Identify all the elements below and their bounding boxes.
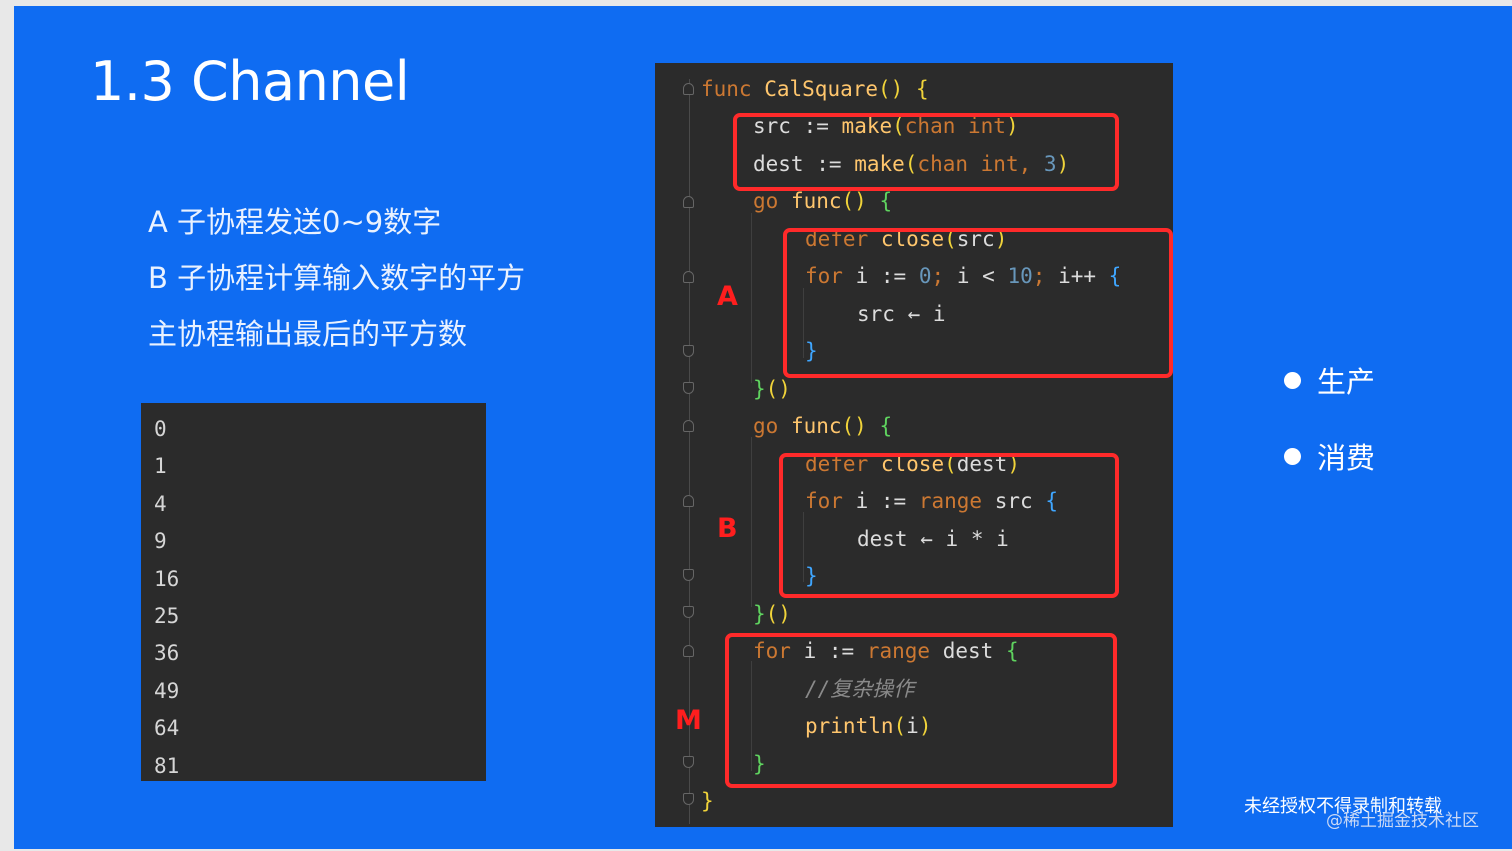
fold-marker-icon[interactable]: [683, 345, 694, 357]
gutter-line: [689, 79, 690, 824]
highlight-box-m: [725, 633, 1117, 788]
label-m: M: [675, 705, 702, 736]
code-line: }: [753, 752, 766, 776]
bullet-label: 生产: [1317, 365, 1376, 399]
indent-guide: [803, 288, 804, 358]
bullet-dot-icon: [1284, 447, 1301, 465]
output-line: 25: [154, 603, 180, 628]
footer-notice: 未经授权不得录制和转载: [1244, 796, 1442, 817]
code-line: }(): [753, 377, 791, 401]
description-line-a: A 子协程发送0~9数字: [148, 205, 442, 239]
bullet-item: 生产: [1284, 342, 1375, 418]
fold-marker-icon[interactable]: [683, 196, 694, 208]
code-line: dest := make(chan int, 3): [753, 152, 1070, 176]
code-line: }: [805, 339, 818, 363]
highlight-box-b: [779, 453, 1119, 598]
code-line: println(i): [805, 714, 932, 738]
code-line: }: [701, 789, 714, 813]
fold-marker-icon[interactable]: [683, 606, 694, 618]
fold-marker-icon[interactable]: [683, 495, 694, 507]
slide: 1.3 Channel A 子协程发送0~9数字 B 子协程计算输入数字的平方 …: [14, 6, 1512, 849]
bullet-list: 生产 消费: [1284, 342, 1375, 494]
code-line: go func() {: [753, 414, 893, 438]
code-line: for i := range src {: [805, 489, 1058, 513]
output-line: 1: [154, 454, 167, 479]
label-a: A: [717, 281, 738, 312]
code-editor: func CalSquare() { src := make(chan int)…: [655, 63, 1173, 827]
code-line: src ← i: [857, 302, 946, 326]
output-line: 0: [154, 417, 167, 441]
code-line: src := make(chan int): [753, 114, 1019, 138]
bullet-label: 消费: [1317, 441, 1376, 475]
fold-marker-icon[interactable]: [683, 83, 694, 95]
code-line: go func() {: [753, 189, 893, 213]
indent-guide: [803, 512, 804, 582]
output-line: 64: [154, 716, 180, 741]
description-line-b: B 子协程计算输入数字的平方: [148, 261, 526, 295]
code-line: }: [805, 564, 818, 588]
fold-marker-icon[interactable]: [683, 645, 694, 657]
output-line: 4: [154, 491, 167, 516]
code-line: dest ← i * i: [857, 527, 1009, 551]
indent-guide: [751, 661, 752, 771]
console-output: 0 1 4 9 16 25 36 49 64 81: [141, 403, 486, 781]
fold-marker-icon[interactable]: [683, 271, 694, 283]
highlight-box-a: [783, 228, 1173, 378]
output-line: 36: [154, 641, 180, 666]
code-line: for i := range dest {: [753, 639, 1019, 663]
slide-title: 1.3 Channel: [90, 50, 410, 113]
highlight-box-channels: [733, 113, 1119, 191]
fold-marker-icon[interactable]: [683, 382, 694, 394]
bullet-item: 消费: [1284, 418, 1375, 494]
description-line-main: 主协程输出最后的平方数: [148, 317, 468, 351]
output-line: 49: [154, 678, 180, 703]
output-line: 9: [154, 529, 167, 554]
code-line: //复杂操作: [805, 677, 915, 701]
footer-watermark: @稀土掘金技术社区: [1326, 811, 1479, 831]
output-line: 16: [154, 566, 180, 591]
code-line: for i := 0; i < 10; i++ {: [805, 264, 1122, 288]
indent-guide: [751, 437, 752, 607]
fold-marker-icon[interactable]: [683, 420, 694, 432]
indent-guide: [751, 213, 752, 383]
bullet-dot-icon: [1284, 371, 1301, 389]
code-line: func CalSquare() {: [701, 77, 929, 101]
code-line: }(): [753, 602, 791, 626]
fold-marker-icon[interactable]: [683, 756, 694, 768]
fold-marker-icon[interactable]: [683, 793, 694, 805]
fold-marker-icon[interactable]: [683, 569, 694, 581]
description-list: A 子协程发送0~9数字 B 子协程计算输入数字的平方 主协程输出最后的平方数: [148, 194, 525, 362]
label-b: B: [717, 513, 738, 544]
output-line: 81: [154, 753, 180, 778]
